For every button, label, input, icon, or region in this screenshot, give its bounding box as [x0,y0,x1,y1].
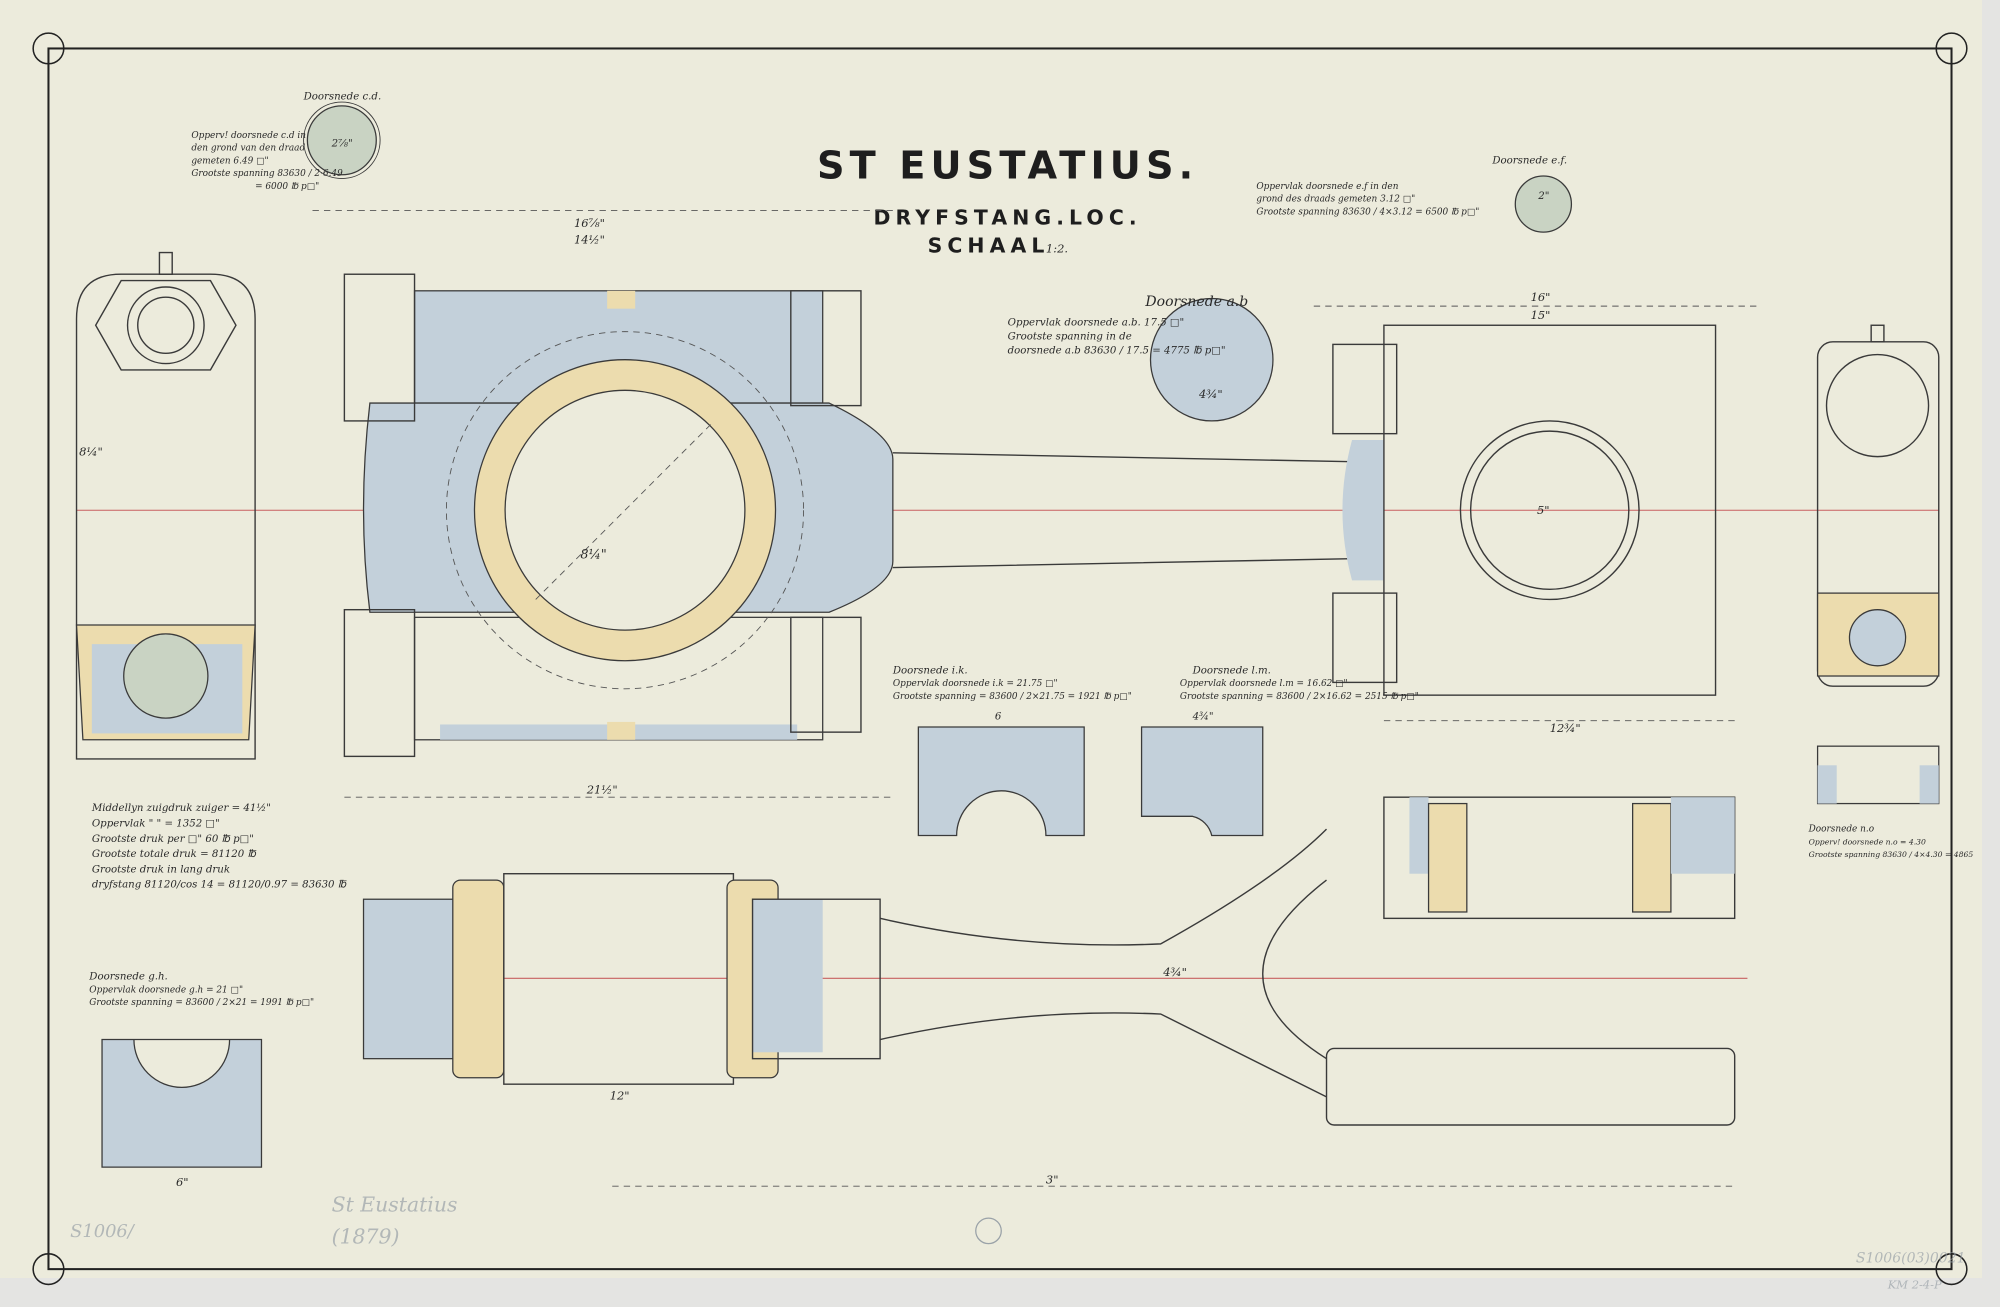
svg-text:5": 5" [1537,503,1550,517]
svg-text:Grootste spanning = 83600 / 2×: Grootste spanning = 83600 / 2×21.75 = 19… [893,692,1132,702]
svg-text:Oppervlak doorsnede e.f in den: Oppervlak doorsnede e.f in den [1256,182,1398,192]
scale-label: SCHAAL [928,234,1050,258]
svg-text:6": 6" [176,1175,189,1189]
svg-text:S1006/: S1006/ [70,1221,136,1242]
svg-text:Grootste spanning 83630 / 2·6.: Grootste spanning 83630 / 2·6.49 [191,169,343,179]
svg-text:12¾": 12¾" [1550,721,1581,735]
svg-text:Doorsnede l.m.: Doorsnede l.m. [1192,665,1271,676]
svg-text:gemeten 6.49 □": gemeten 6.49 □" [191,156,268,166]
svg-text:Doorsnede a.b: Doorsnede a.b [1144,294,1248,310]
svg-text:Grootste spanning in de: Grootste spanning in de [1008,331,1132,342]
section-gh: 6" Doorsnede g.h. Oppervlak doorsnede g.… [88,972,314,1190]
svg-text:Oppervlak doorsnede g.h = 21 □: Oppervlak doorsnede g.h = 21 □" [89,985,243,995]
svg-text:14½": 14½" [574,233,605,247]
border-frame [47,47,1953,1271]
end-view-right [1816,324,1940,687]
corner-ornaments [32,32,1968,1286]
svg-text:8¼": 8¼" [79,444,103,458]
svg-text:St Eustatius: St Eustatius [332,1193,458,1217]
svg-text:21½": 21½" [586,782,618,796]
svg-text:S1006(03)0021: S1006(03)0021 [1856,1251,1966,1267]
svg-text:3": 3" [1046,1173,1059,1187]
svg-text:Grootste spanning 83630 / 4×3.: Grootste spanning 83630 / 4×3.12 = 6500 … [1256,207,1479,217]
section-lm: 4¾" Doorsnede l.m. Oppervlak doorsnede l… [1140,665,1419,837]
svg-text:4¾": 4¾" [1162,965,1187,979]
big-end-view: 8¼" 16⅞" 14½" 21½" [312,210,1353,798]
small-end-view: 5" 16" 15" 12¾" [1313,290,1761,735]
subtitle: DRYFSTANG.LOC. [873,205,1141,229]
calculation-notes: Middellyn zuigdruk zuiger = 41½" Oppervl… [91,802,347,891]
svg-text:KM 2-4-P: KM 2-4-P [1887,1277,1942,1291]
svg-text:Oppervlak " " =: Oppervlak " " = 1352 □" [92,819,220,830]
svg-text:4¾": 4¾" [1198,387,1223,401]
svg-text:16⅞": 16⅞" [574,216,605,230]
svg-text:Oppervlak doorsnede a.b. 17.5: Oppervlak doorsnede a.b. 17.5 □" [1008,317,1185,328]
svg-text:Middellyn zuigdruk zuiger = 41: Middellyn zuigdruk zuiger = 41½" [91,802,271,814]
svg-text:= 6000 ℔ p□": = 6000 ℔ p□" [255,182,319,192]
archive-marks: S1006/ St Eustatius (1879) S1006(03)0021… [70,1193,1965,1292]
paper [0,0,1982,1278]
svg-text:Grootste druk in lang druk: Grootste druk in lang druk [92,864,230,875]
section-ik: 6 Doorsnede i.k. Oppervlak doorsnede i.k… [892,665,1132,837]
svg-text:Doorsnede e.f.: Doorsnede e.f. [1491,155,1567,166]
svg-text:Opperv! doorsnede c.d in: Opperv! doorsnede c.d in [191,131,306,141]
svg-text:12": 12" [610,1088,630,1102]
svg-text:doorsnede a.b 83630 / 17.5 = 4: doorsnede a.b 83630 / 17.5 = 4775 ℔ p□" [1008,345,1226,356]
svg-text:2⅞": 2⅞" [331,139,353,150]
svg-text:Doorsnede i.k.: Doorsnede i.k. [892,665,968,676]
svg-text:Oppervlak doorsnede i.k = 21.7: Oppervlak doorsnede i.k = 21.75 □" [893,679,1058,689]
svg-text:Grootste totale druk = 81: Grootste totale druk = 81120 ℔ [92,849,257,860]
svg-text:2": 2" [1537,191,1549,202]
svg-text:Opperv! doorsnede n.o = 4.30: Opperv! doorsnede n.o = 4.30 [1809,837,1926,846]
section-ab: 4¾" Doorsnede a.b Oppervlak doorsnede a.… [1008,294,1274,422]
svg-text:grond des draads gemeten 3.12: grond des draads gemeten 3.12 □" [1256,195,1415,205]
svg-text:Doorsnede g.h.: Doorsnede g.h. [88,972,167,983]
scale-value: 1:2. [1046,242,1068,256]
end-view-left: 8¼" [75,251,256,760]
svg-text:8¼": 8¼" [580,548,606,563]
svg-text:16": 16" [1531,290,1551,304]
svg-text:Grootste druk per □": Grootste druk per □" 60 ℔ p□" [92,834,254,845]
svg-text:(1879): (1879) [332,1225,400,1249]
svg-text:Doorsnede c.d.: Doorsnede c.d. [303,91,382,102]
svg-text:Grootste spanning = 83600 / 2×: Grootste spanning = 83600 / 2×16.62 = 25… [1180,692,1419,702]
section-cd: 2⅞" Doorsnede c.d. Opperv! doorsnede c.d… [191,91,381,191]
svg-text:Grootste spanning = 83600 / 2×: Grootste spanning = 83600 / 2×21 = 1991 … [89,998,314,1008]
title: ST EUSTATIUS. [817,144,1198,189]
stamp-circle [975,1217,1002,1245]
section-ef: 2" Doorsnede e.f. Oppervlak doorsnede e.… [1256,155,1573,233]
svg-text:15": 15" [1531,308,1551,322]
svg-text:dryfstang 81120/cos 14 = 81120: dryfstang 81120/cos 14 = 81120/0.97 = 83… [92,880,347,891]
section-no: Doorsnede n.o Opperv! doorsnede n.o = 4.… [1808,745,1974,859]
svg-text:Grootste spanning 83630 / 4×4.: Grootste spanning 83630 / 4×4.30 = 4865 [1809,850,1974,859]
plan-view: 3" 12" 4¾" [362,796,1736,1187]
svg-text:Oppervlak doorsnede l.m = 16.6: Oppervlak doorsnede l.m = 16.62 □" [1180,679,1348,689]
svg-text:den grond van den draad: den grond van den draad [191,144,305,154]
svg-text:4¾": 4¾" [1192,710,1214,722]
svg-text:Doorsnede n.o: Doorsnede n.o [1808,825,1874,835]
svg-text:6: 6 [995,711,1002,722]
